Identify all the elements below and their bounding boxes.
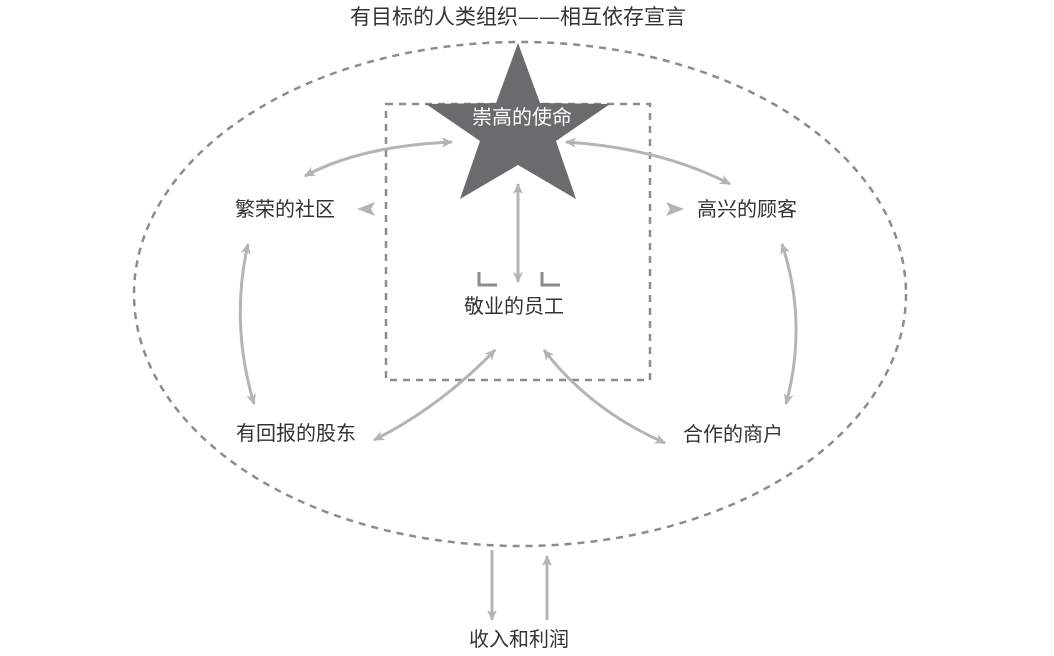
suppliers-label: 合作的商户: [683, 422, 783, 446]
revenue-label: 收入和利润: [469, 627, 569, 651]
arrow-employees-suppliers: [542, 349, 666, 445]
arrow-mission-customers: [565, 137, 731, 186]
customers-label: 高兴的顾客: [697, 197, 797, 221]
arrow-employees-shareholders: [373, 348, 497, 442]
employees-label: 敬业的员工: [464, 294, 564, 318]
mission-star: [426, 43, 610, 199]
arrow-mission-community: [304, 137, 453, 178]
customers-pointer-arrow: [666, 202, 684, 216]
bracket-left-mark: [477, 272, 497, 287]
community-pointer-arrow: [357, 202, 375, 216]
diagram-title: 有目标的人类组织——相互依存宣言: [350, 5, 686, 29]
mission-label: 崇高的使命: [472, 105, 572, 129]
bracket-right-mark: [540, 272, 560, 287]
shareholders-label: 有回报的股东: [236, 421, 356, 445]
community-label: 繁荣的社区: [235, 197, 335, 221]
arrow-customers-suppliers: [780, 243, 798, 405]
outer-organization-ellipse: [132, 40, 908, 548]
arrow-community-shareholders: [238, 243, 256, 405]
